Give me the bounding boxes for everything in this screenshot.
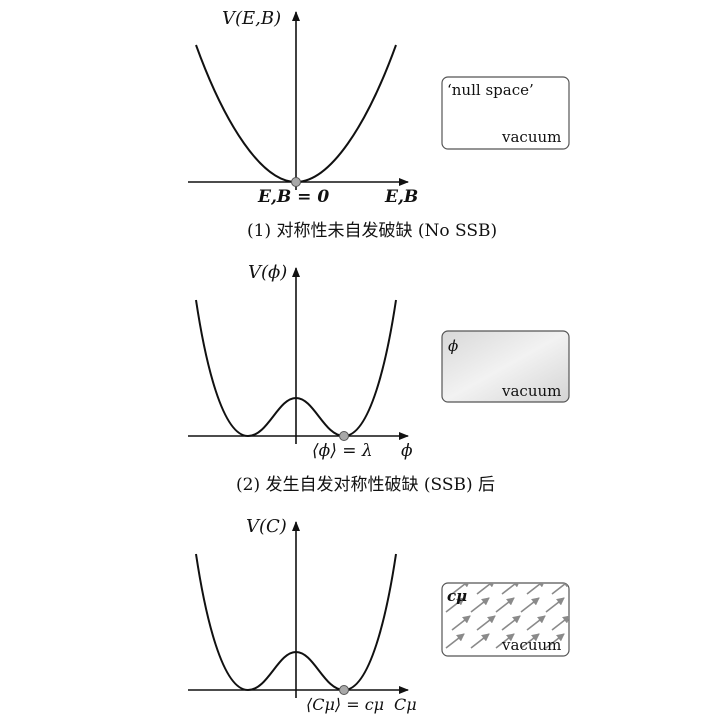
potential-plot-3: V(C) ⟨Cμ⟩ = cμ Cμ xyxy=(188,516,417,714)
field-arrow-9 xyxy=(551,615,569,631)
minimum-label-1: E,B = 0 xyxy=(257,187,329,207)
vacuum-point-3 xyxy=(339,685,349,695)
vacuum-box-3-bottom-label: vacuum xyxy=(501,636,561,654)
field-arrow-1 xyxy=(470,633,490,649)
y-axis-label-3: V(C) xyxy=(246,516,287,537)
vacuum-box-2-bottom-label: vacuum xyxy=(501,382,561,400)
field-arrow-17 xyxy=(501,583,521,595)
vacuum-box-3: cμ vacuum xyxy=(441,582,570,657)
field-arrow-10 xyxy=(445,597,465,613)
field-arrow-19 xyxy=(551,583,569,595)
vacuum-point-1 xyxy=(291,177,301,187)
y-axis-label-1: V(E,B) xyxy=(222,8,281,29)
caption-1: (1) 对称性未自发破缺 (No SSB) xyxy=(247,221,497,241)
x-axis-label-3: Cμ xyxy=(394,695,417,714)
panel-vector-condensate: V(C) ⟨Cμ⟩ = cμ Cμ cμ vacuum xyxy=(188,516,570,714)
vector-field-arrows xyxy=(445,583,569,649)
x-axis-label-1: E,B xyxy=(384,187,418,207)
field-arrow-14 xyxy=(545,597,565,613)
vacuum-box-1: ‘null space’ vacuum xyxy=(441,76,570,150)
field-arrow-6 xyxy=(476,615,496,631)
field-arrow-12 xyxy=(495,597,515,613)
field-arrow-4 xyxy=(545,633,565,649)
vacuum-box-2-top-label: ϕ xyxy=(448,337,458,355)
minimum-label-3: ⟨Cμ⟩ = cμ xyxy=(306,695,384,714)
vacuum-point-2 xyxy=(339,431,349,441)
y-axis-label-2: V(ϕ) xyxy=(248,262,287,283)
field-arrow-7 xyxy=(501,615,521,631)
caption-2: (2) 发生自发对称性破缺 (SSB) 后 xyxy=(236,475,495,495)
field-arrow-18 xyxy=(526,583,546,595)
potential-plot-2: V(ϕ) ⟨ϕ⟩ = λ ϕ xyxy=(188,262,413,461)
potential-curve-2 xyxy=(195,299,397,438)
vacuum-box-1-bottom-label: vacuum xyxy=(501,128,561,146)
panel-no-ssb: V(E,B) E,B = 0 E,B (1) 对称性未自发破缺 (No SSB)… xyxy=(188,8,570,241)
field-arrow-3 xyxy=(520,633,540,649)
field-arrow-8 xyxy=(526,615,546,631)
field-arrow-13 xyxy=(520,597,540,613)
potential-plot-1: V(E,B) E,B = 0 E,B xyxy=(188,8,418,207)
minimum-label-2: ⟨ϕ⟩ = λ xyxy=(312,441,373,461)
field-arrow-15 xyxy=(451,583,471,595)
vacuum-box-1-top-label: ‘null space’ xyxy=(447,81,534,99)
field-arrow-0 xyxy=(445,633,465,649)
vacuum-box-2: ϕ vacuum xyxy=(441,330,570,403)
panel-ssb: V(ϕ) ⟨ϕ⟩ = λ ϕ (2) 发生自发对称性破缺 (SSB) 后 ϕ v… xyxy=(188,262,570,495)
potential-curve-3 xyxy=(195,553,397,692)
field-arrow-2 xyxy=(495,633,515,649)
field-arrow-5 xyxy=(451,615,471,631)
x-axis-label-2: ϕ xyxy=(401,441,413,461)
field-arrow-11 xyxy=(470,597,490,613)
vacuum-box-3-top-label: cμ xyxy=(447,587,467,605)
field-arrow-16 xyxy=(476,583,496,595)
